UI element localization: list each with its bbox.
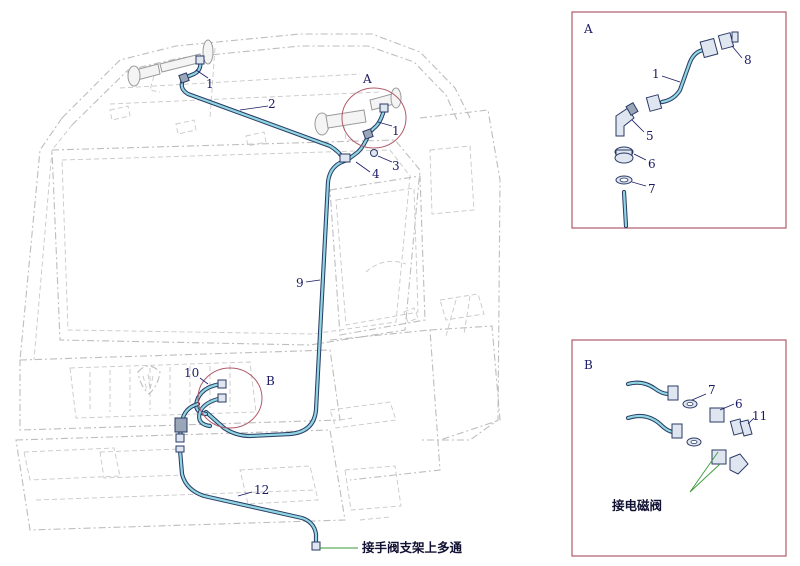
- detail-a-panel: A 1 8 5 6 7: [571, 11, 787, 229]
- callout-3: 3: [392, 159, 400, 173]
- detail-b-panel: B 7 6 11 接电磁阀: [571, 339, 787, 557]
- detail-b-callout-7: 7: [708, 383, 716, 397]
- detail-a-title: A: [583, 22, 593, 36]
- callout-9: 9: [296, 276, 304, 290]
- detail-b-marker: B: [266, 374, 275, 388]
- callout-10: 10: [184, 366, 199, 380]
- detail-a-callout-5: 5: [646, 129, 654, 143]
- detail-a-callout-1: 1: [652, 67, 660, 81]
- callout-4: 4: [372, 167, 380, 181]
- callout-1-right: 1: [392, 124, 400, 138]
- detail-a-callout-6: 6: [648, 157, 656, 171]
- detail-b-zoom-circle: [197, 367, 263, 429]
- bottom-note-manifold: 接手阀支架上多通: [362, 540, 463, 555]
- detail-b-frame: [571, 339, 787, 557]
- detail-b-callout-11: 11: [752, 409, 767, 423]
- right-air-horn: [314, 87, 402, 141]
- callout-12: 12: [254, 483, 269, 497]
- cab-outline: [15, 33, 501, 531]
- callout-1-left: 1: [206, 77, 214, 91]
- detail-b-note-solenoid: 接电磁阀: [612, 498, 662, 513]
- detail-a-callout-8: 8: [744, 53, 752, 67]
- detail-b-title: B: [584, 358, 593, 372]
- left-air-horn: [127, 39, 214, 93]
- detail-a-zoom-circle: [341, 87, 407, 149]
- detail-a-marker: A: [362, 72, 372, 86]
- detail-b-callout-6: 6: [735, 397, 743, 411]
- detail-a-frame: [571, 11, 787, 229]
- overview-fittings: [174, 55, 389, 551]
- overview-callouts: 1 2 A 1 3 4 9 10 B 12 接手阀支架上多通: [184, 69, 463, 555]
- detail-a-callout-7: 7: [648, 182, 656, 196]
- overview-piping: [177, 57, 387, 551]
- callout-2: 2: [268, 97, 276, 111]
